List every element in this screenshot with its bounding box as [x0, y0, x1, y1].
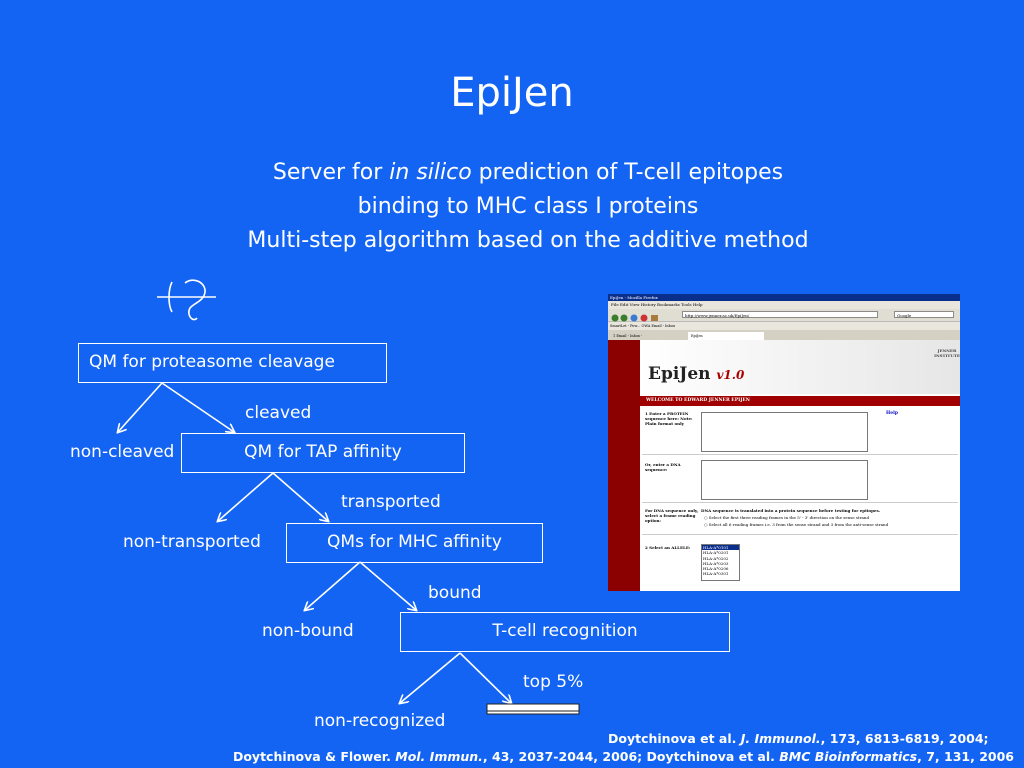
reference-line-1: Doytchinova et al. J. Immunol., 173, 681…: [608, 731, 989, 746]
browser-search-field: Google: [894, 311, 954, 318]
arrow-transported: [272, 472, 328, 521]
allele-option: HLA-A*0203: [703, 560, 729, 566]
browser-screenshot: EpiJen - Mozilla Firefox File Edit View …: [608, 294, 960, 591]
label-non-transported: non-transported: [123, 532, 261, 552]
browser-tab-email: 1 Email - Inbox - doytchinova@gmail.com: [610, 332, 686, 346]
label-top5: top 5%: [523, 672, 584, 692]
ref2-details: , 43, 2037-2044, 2006; Doytchinova et al…: [482, 749, 780, 764]
arrow-bound: [359, 561, 416, 610]
welcome-bar: WELCOME TO EDWARD JENNER EPIJEN: [640, 396, 960, 406]
jenner-institute-logo: JENNER INSTITUTE: [934, 348, 960, 358]
ref2-authors: Doytchinova & Flower.: [232, 749, 396, 764]
protein-sequence-textarea: [701, 412, 868, 452]
subtitle-suffix: prediction of T-cell epitopes: [471, 160, 784, 185]
epijen-logo-version: v1.0: [716, 368, 745, 382]
divider: [642, 502, 958, 503]
subtitle-italic: in silico: [389, 160, 472, 185]
label-non-bound: non-bound: [262, 621, 354, 641]
dna-label: Or, enter a DNA sequence:: [645, 462, 681, 472]
ref2-journal: Mol. Immun.: [395, 749, 483, 764]
allele-select: HLA-A*0101 HLA-A*0201 HLA-A*0202 HLA-A*0…: [701, 544, 740, 581]
box-tap: QM for TAP affinity: [181, 433, 465, 473]
label-cleaved: cleaved: [245, 403, 312, 423]
epijen-logo-text: EpiJen: [648, 364, 711, 384]
arrow-non-transported: [218, 472, 274, 521]
allele-option: HLA-A*0201: [703, 550, 729, 556]
dna-option-2: ○ Select all 6 reading frames i.e. 3 fro…: [704, 522, 889, 527]
peptide-icon: [157, 279, 216, 321]
arrow-top5: [459, 652, 511, 703]
ref1-details: , 173, 6813-6819, 2004;: [820, 731, 989, 746]
ref1-journal: J. Immunol.: [740, 731, 821, 746]
step2-label: 2 Select an ALLELE:: [645, 545, 691, 550]
subtitle-line-1: Server for in silico prediction of T-cel…: [0, 160, 1024, 185]
dna-note: DNA sequence is translated into a protei…: [701, 508, 881, 513]
subtitle-line-3: Multi-step algorithm based on the additi…: [247, 228, 809, 252]
dna-option-2-label: Select all 6 reading frames i.e. 3 from …: [708, 522, 889, 527]
ref2-details-2: , 7, 131, 2006: [917, 749, 1014, 764]
ref1-authors: Doytchinova et al.: [608, 731, 741, 746]
browser-tab-epijen: EpiJen: [688, 332, 764, 340]
dna-sequence-textarea: [701, 460, 868, 500]
divider: [642, 534, 958, 535]
arrow-cleaved: [161, 382, 234, 432]
page-banner: [640, 340, 960, 394]
browser-menubar: File Edit View History Bookmarks Tools H…: [611, 302, 703, 307]
label-transported: transported: [341, 492, 441, 512]
dna-option-1: ○ Select the first three reading frames …: [704, 515, 870, 520]
page-sidebar: [608, 340, 640, 591]
step1-label: 1 Enter a PROTEIN sequence here: Note: P…: [645, 411, 693, 426]
allele-option: HLA-A*0301: [703, 571, 729, 577]
arrow-non-bound: [305, 561, 361, 610]
label-non-recognized: non-recognized: [314, 711, 446, 731]
help-link: Help: [886, 411, 898, 416]
nav-buttons-icon: [611, 314, 658, 322]
box-tcell: T-cell recognition: [400, 612, 730, 652]
browser-url-field: http://www.jenner.ac.uk/EpiJen/: [682, 311, 878, 318]
dna-option-1-label: Select the first three reading frames in…: [708, 515, 870, 520]
label-non-cleaved: non-cleaved: [70, 442, 175, 462]
box-proteasome: QM for proteasome cleavage: [78, 343, 387, 383]
arrow-non-cleaved: [118, 382, 163, 432]
allele-option: HLA-A*0101: [702, 545, 739, 551]
browser-bookmarks-bar: SmartLet - Pow... OWA Email - Inbox: [610, 324, 675, 328]
reference-line-2: Doytchinova & Flower. Mol. Immun., 43, 2…: [233, 749, 1014, 764]
epitope-plate-icon: [486, 703, 580, 715]
allele-option: HLA-A*0206: [703, 566, 729, 572]
divider: [642, 454, 958, 455]
arrow-non-recognized: [400, 652, 461, 703]
box-mhc: QMs for MHC affinity: [286, 523, 543, 563]
ref2-journal-2: BMC Bioinformatics: [779, 749, 918, 764]
epijen-logo: EpiJen v1.0: [648, 364, 744, 384]
subtitle-line-2: binding to MHC class I proteins: [357, 194, 699, 219]
dna-frame-label: For DNA sequence only, select a frame re…: [645, 508, 699, 523]
browser-titlebar: EpiJen - Mozilla Firefox: [608, 294, 960, 301]
label-bound: bound: [428, 583, 482, 603]
allele-option: HLA-A*0202: [703, 555, 729, 561]
slide-title: EpiJen: [450, 70, 574, 116]
subtitle-prefix: Server for: [272, 160, 390, 185]
